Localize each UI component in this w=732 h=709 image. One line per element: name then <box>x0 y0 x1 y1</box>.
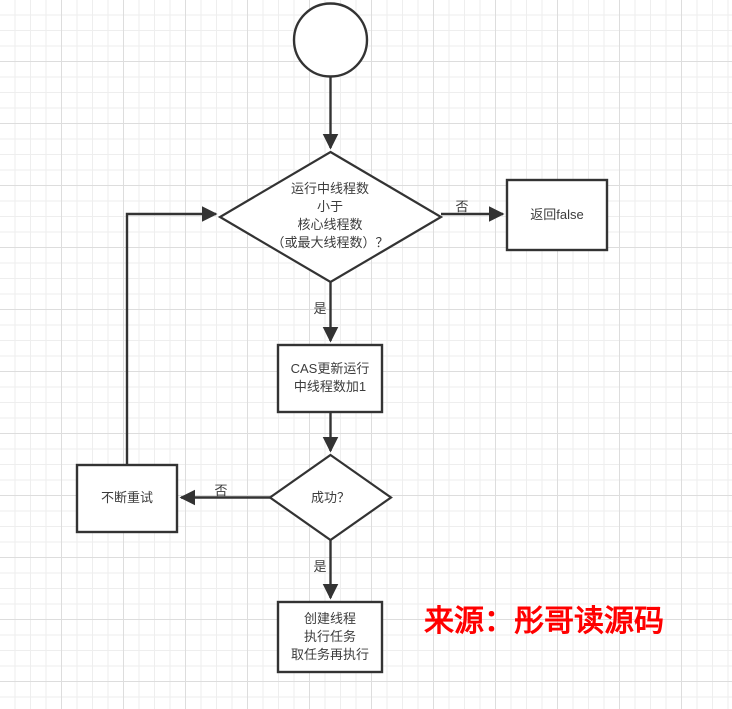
edge-label-no-to-retry: 否 <box>214 483 228 498</box>
node-cas-update-rect <box>276 343 384 414</box>
node-create-thread-rect <box>276 600 384 674</box>
node-success-diamond <box>268 453 393 542</box>
node-start-circle <box>292 2 369 78</box>
edge-label-yes-to-cas: 是 <box>313 301 327 316</box>
edge-retry-to-check-loop <box>125 206 218 465</box>
edge-label-yes-to-create: 是 <box>313 559 327 574</box>
source-watermark: 来源：彤哥读源码 <box>424 605 664 638</box>
node-retry-rect <box>75 463 179 534</box>
node-check-thread-count-diamond <box>217 150 444 284</box>
edge-label-no-to-return-false: 否 <box>455 199 469 214</box>
node-return-false-rect <box>505 178 609 252</box>
